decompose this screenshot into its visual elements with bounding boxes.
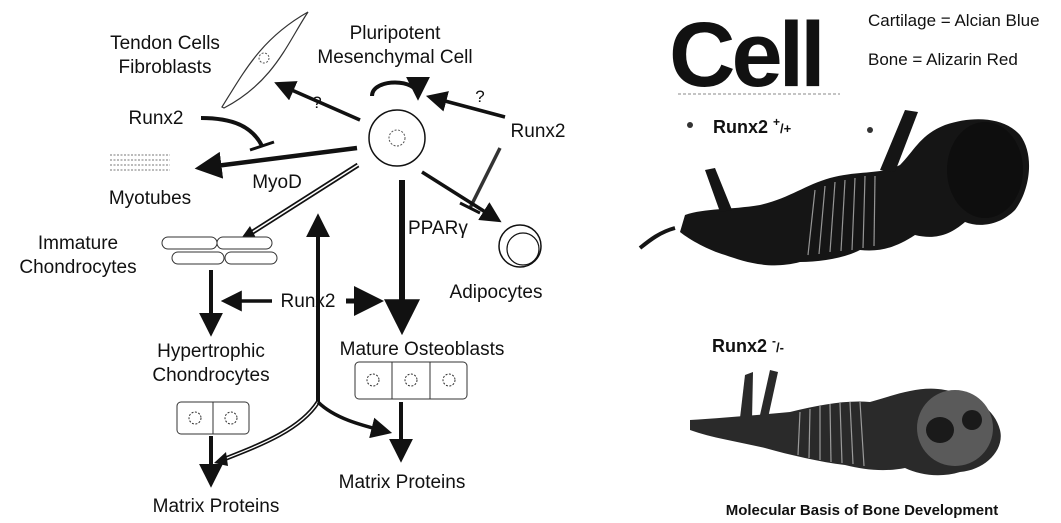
runx2-inhibit-adipocytes bbox=[470, 148, 500, 208]
runx2-inhibit-myotubes bbox=[201, 118, 262, 146]
cover-caption: Molecular Basis of Bone Development bbox=[726, 502, 999, 519]
ppar-label: PPARγ bbox=[408, 218, 468, 239]
knockout-label: Runx2 -/- bbox=[712, 334, 784, 356]
tendon-label-1: Tendon Cells bbox=[110, 33, 220, 54]
lineage-diagram: Pluripotent Mesenchymal Cell Tendon Cell… bbox=[19, 12, 565, 517]
knockout-skeleton-image bbox=[690, 370, 1001, 475]
adipocyte-droplet bbox=[507, 233, 539, 265]
immature-label-1: Immature bbox=[38, 233, 118, 254]
question-left: ? bbox=[312, 93, 321, 112]
hypertrophic-cells-icon bbox=[177, 402, 249, 434]
pluripotent-cell bbox=[369, 110, 425, 166]
self-renewal-arrow bbox=[372, 83, 418, 97]
tendon-label-2: Fibroblasts bbox=[119, 57, 212, 78]
legend-cartilage: Cartilage = Alcian Blue bbox=[868, 11, 1040, 30]
title-line-1: Pluripotent bbox=[350, 23, 442, 44]
osteoblast-cells-icon bbox=[355, 362, 467, 399]
wildtype-skeleton-image bbox=[640, 110, 1029, 265]
myotubes-label: Myotubes bbox=[109, 188, 191, 209]
immature-chondrocytes-icon bbox=[162, 237, 277, 264]
wildtype-label: Runx2 +/+ bbox=[713, 115, 792, 137]
myod-label: MyoD bbox=[252, 172, 302, 193]
matrix-proteins-left: Matrix Proteins bbox=[153, 496, 280, 517]
hypertrophic-label-1: Hypertrophic bbox=[157, 341, 265, 362]
cell-cover: Cell Cartilage = Alcian Blue Bone = Aliz… bbox=[640, 4, 1040, 519]
runx2-right-label: Runx2 bbox=[511, 121, 566, 142]
matrix-proteins-right: Matrix Proteins bbox=[339, 472, 466, 493]
mature-osteoblasts-label: Mature Osteoblasts bbox=[340, 339, 505, 360]
arrow-runx2-to-cell bbox=[430, 97, 505, 117]
myod-arrow bbox=[200, 148, 357, 168]
immature-label-2: Chondrocytes bbox=[19, 257, 136, 278]
fibroblast-cell bbox=[222, 12, 308, 108]
adipocytes-label: Adipocytes bbox=[450, 282, 543, 303]
runx2-center-label: Runx2 bbox=[281, 291, 336, 312]
branch-to-right-matrix bbox=[318, 402, 388, 432]
hypertrophic-label-2: Chondrocytes bbox=[152, 365, 269, 386]
legend-bone: Bone = Alizarin Red bbox=[868, 50, 1018, 69]
runx2-left-label: Runx2 bbox=[129, 108, 184, 129]
question-right: ? bbox=[475, 87, 484, 106]
title-line-2: Mesenchymal Cell bbox=[317, 47, 472, 68]
myotubes-icon bbox=[110, 155, 170, 170]
arrow-to-adipocytes bbox=[422, 172, 498, 220]
journal-logo: Cell bbox=[669, 4, 822, 106]
